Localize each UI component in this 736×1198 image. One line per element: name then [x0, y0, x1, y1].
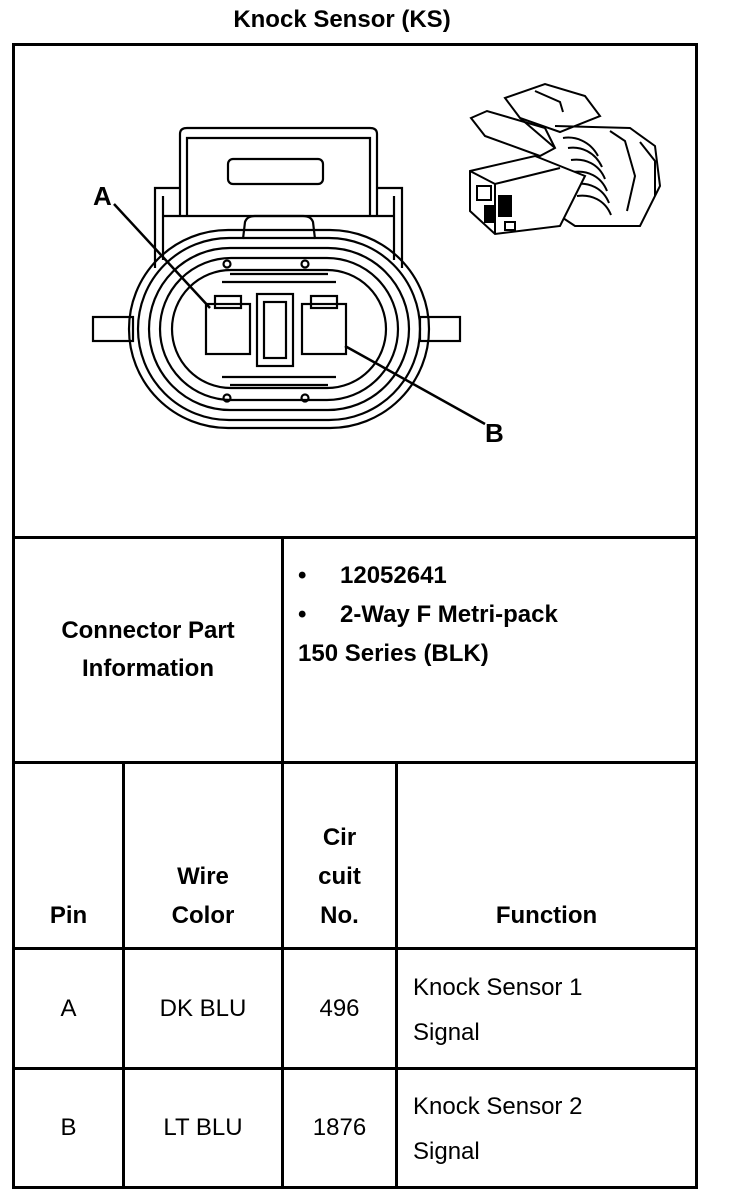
header-function: Function — [398, 896, 695, 935]
header-circuit-line3: No. — [320, 902, 359, 929]
pin-a-label: A — [93, 181, 112, 211]
divider-pin-col — [122, 761, 125, 1189]
header-circuit-no: Cir cuit No. — [284, 818, 395, 935]
latch-housing — [178, 126, 379, 216]
row-b-pin: B — [60, 1114, 77, 1141]
row-a-function: Knock Sensor 1 Signal — [413, 965, 582, 1055]
row-b-circuit: 1876 — [312, 1114, 367, 1141]
connector-part-details: • 12052641 • 2-Way F Metri-pack 150 Series… — [298, 556, 558, 673]
row-a-wire-color: DK BLU — [159, 994, 247, 1022]
pin-b-label: B — [485, 418, 504, 448]
row-b-function-line2: Signal — [413, 1138, 480, 1165]
connector-table-frame — [12, 43, 698, 1189]
terminal-b — [300, 302, 348, 356]
part-description-line2: 150 Series (BLK) — [298, 640, 489, 667]
connector-info-label: Connector Part Information — [15, 539, 281, 761]
divider-connector-info — [12, 761, 698, 764]
page-title: Knock Sensor (KS) — [233, 6, 451, 33]
header-wire-color: Wire Color — [125, 857, 281, 935]
row-b-function-line1: Knock Sensor 2 — [413, 1093, 583, 1120]
divider-diagram — [12, 536, 698, 539]
connector-info-label-line1: Connector Part — [61, 617, 235, 644]
right-tab — [418, 315, 462, 343]
row-b-function: Knock Sensor 2 Signal — [413, 1084, 582, 1174]
bullet-marker: • — [298, 562, 307, 589]
row-a-function-line2: Signal — [413, 1019, 480, 1046]
terminal-a — [204, 302, 252, 356]
part-description-item: • 2-Way F Metri-pack — [298, 595, 558, 634]
divider-row-a — [12, 1067, 698, 1070]
divider-function-col — [395, 761, 398, 1189]
row-a-function-line1: Knock Sensor 1 — [413, 974, 583, 1001]
header-circuit-line1: Cir — [322, 824, 357, 851]
connector-diagram: A B — [15, 46, 695, 536]
part-description-line1: 2-Way F Metri-pack — [340, 601, 558, 628]
bullet-marker: • — [298, 601, 307, 628]
row-a-circuit: 496 — [319, 994, 360, 1022]
connector-body-outer — [127, 228, 431, 430]
row-a-pin: A — [60, 994, 77, 1022]
connector-iso-view — [469, 82, 662, 236]
connector-info-label-line2: Information — [82, 655, 214, 682]
header-function-label: Function — [495, 902, 598, 929]
part-number: 12052641 — [340, 562, 447, 589]
header-pin-label: Pin — [49, 902, 88, 929]
header-pin: Pin — [15, 896, 122, 935]
latch-slot — [226, 157, 325, 186]
part-number-item: • 12052641 — [298, 556, 558, 595]
divider-header — [12, 947, 698, 950]
header-wire-line1: Wire — [177, 863, 229, 890]
row-b-wire-color: LT BLU — [163, 1114, 243, 1141]
header-circuit-line2: cuit — [318, 863, 361, 890]
center-key — [255, 292, 295, 368]
left-tab — [91, 315, 135, 343]
leader-a — [113, 203, 211, 309]
header-wire-line2: Color — [171, 902, 235, 929]
leader-b — [344, 344, 486, 426]
divider-info-col — [281, 536, 284, 1189]
